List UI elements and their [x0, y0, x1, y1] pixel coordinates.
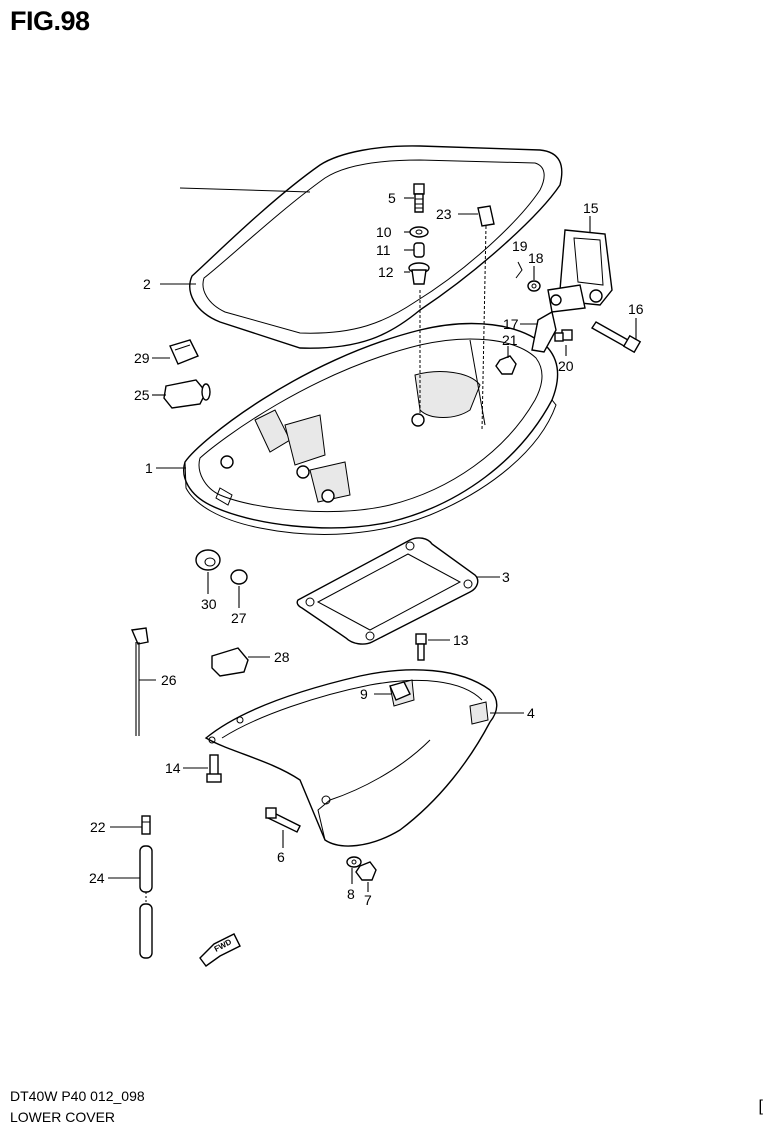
fwd-arrow-icon: FWD — [199, 933, 241, 967]
part-20-bolt — [554, 329, 573, 342]
callout-26: 26 — [161, 672, 177, 688]
callout-28: 28 — [274, 649, 290, 665]
part-26-strap — [130, 627, 149, 736]
diagram-name: LOWER COVER — [10, 1109, 116, 1125]
part-8-washer — [346, 856, 362, 868]
callout-3: 3 — [502, 569, 510, 585]
callout-10: 10 — [376, 224, 392, 240]
part-12-grommet — [408, 262, 430, 285]
callout-25: 25 — [134, 387, 150, 403]
callout-17: 17 — [503, 316, 519, 332]
callout-19: 19 — [512, 238, 528, 254]
callout-2: 2 — [143, 276, 151, 292]
part-10-washer — [409, 226, 429, 238]
part-29-grommet — [169, 339, 199, 365]
callout-29: 29 — [134, 350, 150, 366]
part-24-hose — [139, 845, 153, 959]
part-4-lower-pan — [204, 669, 498, 847]
part-9-clip — [389, 681, 411, 701]
callout-20: 20 — [558, 358, 574, 374]
part-16-bolt — [590, 321, 642, 354]
callout-4: 4 — [527, 705, 535, 721]
callout-labels: 2 1 3 4 5 6 7 8 9 10 11 12 13 14 15 16 1… — [89, 190, 644, 908]
part-30-grommet — [195, 549, 221, 571]
callout-6: 6 — [277, 849, 285, 865]
callout-12: 12 — [378, 264, 394, 280]
callout-15: 15 — [583, 200, 599, 216]
part-5-bolt — [413, 183, 425, 213]
callout-23: 23 — [436, 206, 452, 222]
callout-18: 18 — [528, 250, 544, 266]
part-1-lower-cover-shell — [183, 322, 559, 535]
callout-16: 16 — [628, 301, 644, 317]
part-3-gasket — [296, 537, 479, 645]
callout-11: 11 — [376, 242, 391, 258]
part-27-plug — [230, 569, 248, 585]
part-13-bolt — [415, 633, 427, 661]
part-19-spring — [515, 261, 523, 279]
callout-27: 27 — [231, 610, 247, 626]
part-2-seal — [179, 145, 563, 349]
callout-1: 1 — [145, 460, 153, 476]
part-25-grommet — [163, 379, 211, 409]
callout-13: 13 — [453, 632, 469, 648]
part-14-screw — [206, 754, 222, 783]
part-7-nut — [355, 861, 377, 881]
callout-5: 5 — [388, 190, 396, 206]
leader-lines — [108, 197, 637, 892]
corner-mark: [ — [758, 1098, 763, 1115]
callout-9: 9 — [360, 686, 368, 702]
part-22-fitting — [141, 815, 151, 835]
part-28-cover — [211, 647, 249, 677]
part-18-washer — [527, 280, 541, 292]
part-11-collar — [413, 242, 425, 258]
callout-7: 7 — [364, 892, 372, 908]
figure-title: FIG.98 — [10, 6, 90, 36]
callout-14: 14 — [165, 760, 181, 776]
diagram-code: DT40W P40 012_098 — [10, 1088, 145, 1104]
callout-8: 8 — [347, 886, 355, 902]
part-15-bracket — [547, 229, 613, 313]
callout-22: 22 — [90, 819, 106, 835]
part-17-clip — [531, 310, 557, 353]
callout-30: 30 — [201, 596, 217, 612]
part-23-pin — [477, 205, 495, 431]
callout-24: 24 — [89, 870, 105, 886]
part-6-bolt — [265, 807, 301, 833]
callout-21: 21 — [502, 332, 518, 348]
part-21-nut — [495, 355, 517, 375]
